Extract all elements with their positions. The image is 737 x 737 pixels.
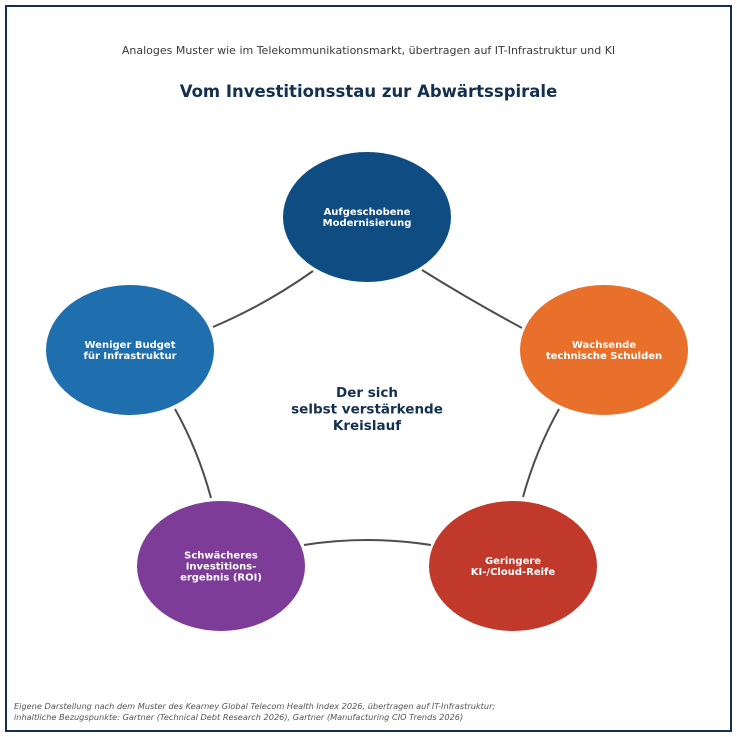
center-label-line-1: Der sich (336, 385, 398, 401)
footnote-line-1: Eigene Darstellung nach dem Muster des K… (14, 701, 496, 711)
node-roi-label-line-1: Schwächeres (184, 551, 258, 562)
center-label-line-2: selbst verstärkende (291, 402, 443, 418)
connector-arc-2 (522, 408, 560, 498)
node-roi-label-line-2: Investitions- (186, 562, 257, 573)
node-technische-schulden-label-line-1: Wachsende (572, 340, 636, 351)
diagram-title: Vom Investitionsstau zur Abwärtsspirale (179, 82, 558, 101)
node-roi-ellipse (137, 501, 305, 631)
connector-arc-3 (303, 539, 432, 546)
connector-arc-5 (212, 270, 314, 328)
node-modernisierung-label-line-2: Modernisierung (323, 218, 412, 229)
connector-arc-1 (421, 269, 523, 329)
footnote-line-2: inhaltliche Bezugspunkte: Gartner (Techn… (14, 711, 464, 722)
connector-arc-4 (174, 408, 212, 499)
node-budget-label-line-1: Weniger Budget (85, 340, 176, 351)
node-modernisierung-label-line-1: Aufgeschobene (324, 207, 411, 218)
node-ki-cloud-reife-label-line-2: KI-/Cloud-Reife (471, 567, 556, 578)
node-technische-schulden-ellipse (520, 285, 688, 415)
node-technische-schulden-label-line-2: technische Schulden (546, 351, 662, 362)
node-budget-label-line-2: für Infrastruktur (83, 351, 176, 362)
source-footnote: Eigene Darstellung nach dem Muster des K… (14, 701, 714, 722)
node-modernisierung-ellipse (283, 152, 451, 282)
node-ki-cloud-reife-ellipse (429, 501, 597, 631)
node-budget-ellipse (46, 285, 214, 415)
diagram-subtitle: Analoges Muster wie im Telekommunikation… (121, 44, 616, 57)
node-roi-label-line-3: ergebnis (ROI) (180, 573, 262, 584)
cycle-connectors (174, 269, 560, 546)
node-ki-cloud-reife-label-line-1: Geringere (485, 556, 541, 567)
center-label-line-3: Kreislauf (333, 418, 401, 434)
